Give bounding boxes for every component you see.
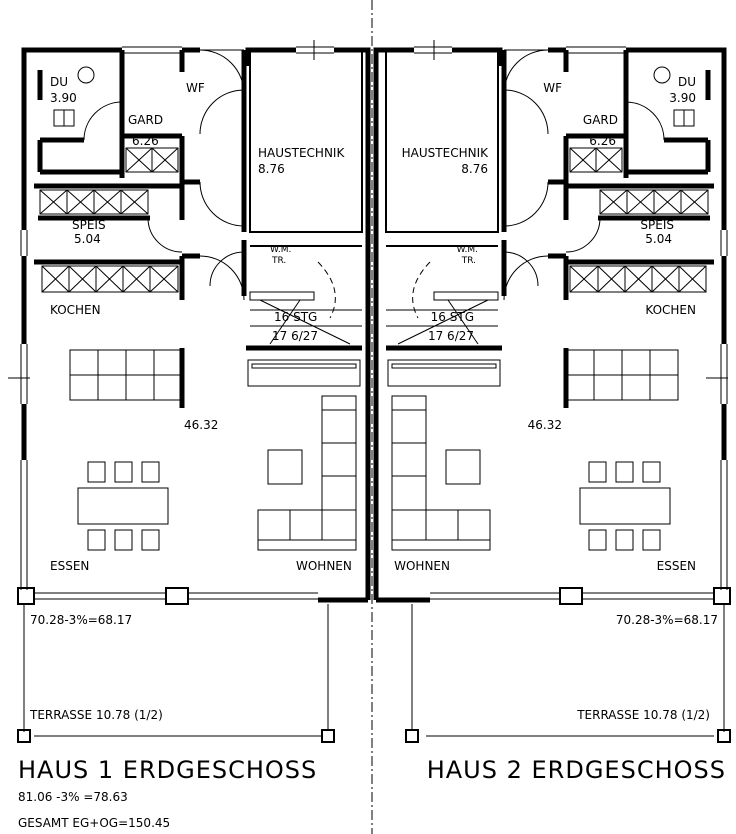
house2-speis-label: SPEIS: [640, 218, 674, 232]
house1-haustechnik-area: 8.76: [258, 162, 285, 176]
house1-du-area: 3.90: [50, 91, 77, 105]
house2-gard-area: 6.26: [589, 134, 616, 148]
house1-door-stair: [209, 251, 245, 287]
house2-gard-label: GARD: [583, 113, 618, 127]
house1-du-label: DU: [50, 75, 68, 89]
house1-area-calc: 70.28-3%=68.17: [30, 613, 132, 627]
house1-sofa: [257, 395, 357, 551]
house1-wf-label: WF: [186, 81, 205, 95]
house2-wf-label: WF: [543, 81, 562, 95]
house2-haustechnik-label: HAUSTECHNIK: [402, 146, 489, 160]
house1-tr-label: TR.: [271, 256, 286, 266]
house2-tr-label: TR.: [461, 256, 476, 266]
house2-wohnen-label: WOHNEN: [394, 559, 450, 573]
house1-title: HAUS 1 ERDGESCHOSS: [18, 756, 317, 784]
house2-du-area: 3.90: [669, 91, 696, 105]
house1-door-wf: [199, 49, 245, 95]
house1-kitchen-island: [69, 349, 183, 401]
house1-stg-dim: 17 6/27: [272, 329, 318, 343]
house1-gard-area: 6.26: [132, 134, 159, 148]
house2-stg-label: 16 STG: [431, 310, 474, 324]
house2-haustechnik-area: 8.76: [461, 162, 488, 176]
house2-essen-label: ESSEN: [657, 559, 696, 573]
house1-plan: [17, 40, 371, 743]
house1-door-du: [83, 101, 123, 141]
house1-gard-label: GARD: [128, 113, 163, 127]
house1-door-speis: [147, 217, 183, 253]
house2-stg-dim: 17 6/27: [428, 329, 474, 343]
house1-party-wall: [334, 47, 371, 600]
house1-wohnen-label: WOHNEN: [296, 559, 352, 573]
house1-outer-wall-top-left: [21, 47, 122, 230]
house1-speis-area: 5.04: [74, 232, 101, 246]
house2-speis-area: 5.04: [645, 232, 672, 246]
house2-wm-label: W.M.: [457, 245, 478, 255]
house1-haustechnik-label: HAUSTECHNIK: [258, 146, 345, 160]
house1-kochen-label: KOCHEN: [50, 303, 101, 317]
house2-terrasse-label: TERRASSE 10.78 (1/2): [576, 708, 710, 722]
house1-haustechnik-box: [249, 52, 363, 233]
house2-area-calc: 70.28-3%=68.17: [616, 613, 718, 627]
house2-du-label: DU: [678, 75, 696, 89]
house1-stair-landing: [249, 291, 315, 301]
house1-speis-label: SPEIS: [72, 218, 106, 232]
house1-terrace: [17, 604, 335, 743]
house1-toilet: [77, 66, 95, 84]
house1-essen-label: ESSEN: [50, 559, 89, 573]
house1-column-left: [17, 587, 35, 605]
house2-title: HAUS 2 ERDGESCHOSS: [427, 756, 726, 784]
house1-speis-shelves: [39, 189, 149, 215]
house2-plan: [373, 40, 731, 743]
house1-wm-label: W.M.: [270, 245, 291, 255]
house1-living-area: 46.32: [184, 418, 218, 432]
house1-stg-label: 16 STG: [274, 310, 317, 324]
house1-terrasse-label: TERRASSE 10.78 (1/2): [29, 708, 163, 722]
house1-dining-set: [77, 461, 169, 551]
house1-calc: 81.06 -3% =78.63: [18, 790, 128, 804]
house1-column-mid: [165, 587, 189, 605]
house2-living-area: 46.32: [528, 418, 562, 432]
house1-kitchen-counter: [41, 265, 179, 293]
house1-wall-top-mid: [245, 47, 296, 66]
house1-total: GESAMT EG+OG=150.45: [18, 816, 170, 830]
house2-kochen-label: KOCHEN: [645, 303, 696, 317]
house1-gard-cabinets: [125, 147, 179, 173]
